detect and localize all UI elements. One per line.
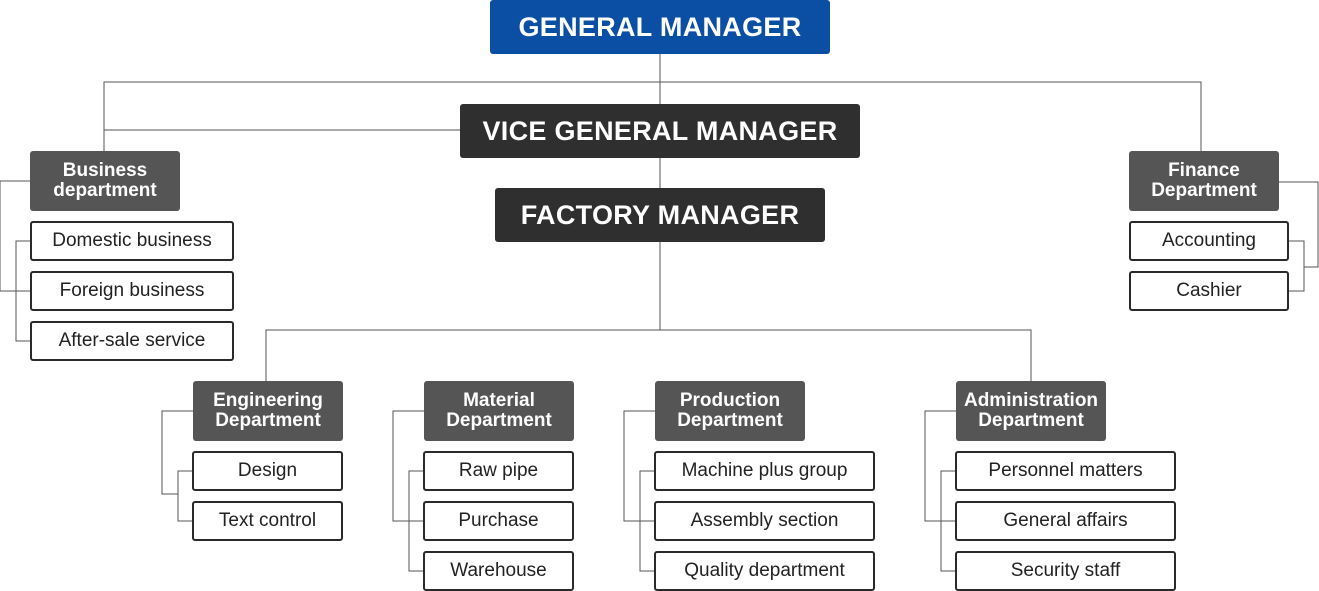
general-manager-box: GENERAL MANAGER [490, 0, 830, 54]
engineering-item-text-control: Text control [192, 501, 343, 541]
finance-title-line1: Finance [1168, 160, 1240, 181]
connector-engineering-inner [177, 470, 193, 522]
administration-item-label: Personnel matters [988, 460, 1143, 481]
business-department-box: Business department [30, 151, 180, 211]
material-title-line2: Department [446, 410, 552, 431]
business-item-label: Domestic business [52, 230, 212, 251]
administration-title-line1: Administration [963, 390, 1099, 411]
production-item-machine-plus: Machine plus group [654, 451, 875, 491]
engineering-title-line2: Department [215, 410, 321, 431]
connector-top-bar [103, 81, 1202, 152]
business-title-line1: Business [62, 160, 148, 181]
business-item-foreign: Foreign business [30, 271, 234, 311]
production-item-assembly: Assembly section [654, 501, 875, 541]
material-item-label: Raw pipe [458, 460, 539, 481]
connector-finance-inner [1289, 240, 1305, 292]
production-item-label: Assembly section [690, 510, 839, 531]
engineering-item-label: Text control [218, 510, 317, 531]
finance-item-accounting: Accounting [1129, 221, 1289, 261]
finance-department-box: Finance Department [1129, 151, 1279, 211]
production-title-line2: Department [677, 410, 783, 431]
material-department-box: Material Department [424, 381, 574, 441]
administration-item-general-affairs: General affairs [955, 501, 1176, 541]
engineering-item-design: Design [192, 451, 343, 491]
administration-item-security: Security staff [955, 551, 1176, 591]
general-manager-label: GENERAL MANAGER [518, 11, 802, 42]
finance-title-line2: Department [1151, 180, 1257, 201]
factory-manager-box: FACTORY MANAGER [495, 188, 825, 242]
material-item-warehouse: Warehouse [423, 551, 574, 591]
production-item-quality: Quality department [654, 551, 875, 591]
engineering-department-box: Engineering Department [193, 381, 343, 441]
vice-general-manager-box: VICE GENERAL MANAGER [460, 104, 860, 158]
vice-general-manager-label: VICE GENERAL MANAGER [482, 115, 838, 146]
material-item-label: Purchase [458, 510, 539, 531]
production-title-line1: Production [679, 390, 781, 411]
production-item-label: Machine plus group [681, 460, 848, 481]
material-title-line1: Material [463, 390, 535, 411]
engineering-title-line1: Engineering [213, 390, 323, 411]
business-item-label: Foreign business [59, 280, 205, 301]
material-item-label: Warehouse [450, 560, 547, 581]
administration-item-personnel: Personnel matters [955, 451, 1176, 491]
finance-item-cashier: Cashier [1129, 271, 1289, 311]
connector-engineering-outer [161, 410, 193, 495]
business-title-line2: department [53, 180, 157, 201]
connector-business-inner [15, 240, 31, 342]
connector-production-inner [639, 470, 655, 572]
finance-item-label: Cashier [1176, 280, 1242, 301]
business-item-label: After-sale service [58, 330, 206, 351]
engineering-item-label: Design [237, 460, 298, 481]
administration-item-label: Security staff [1010, 560, 1121, 581]
administration-title-line2: Department [978, 410, 1084, 431]
connector-administration-inner [940, 470, 956, 572]
connector-bottom-bar [265, 329, 1032, 381]
factory-manager-label: FACTORY MANAGER [520, 199, 800, 230]
connector-material-inner [408, 470, 424, 572]
production-department-box: Production Department [655, 381, 805, 441]
administration-item-label: General affairs [1003, 510, 1128, 531]
connector-finance-outer [1279, 181, 1319, 268]
business-item-domestic: Domestic business [30, 221, 234, 261]
business-item-after-sale: After-sale service [30, 321, 234, 361]
material-item-purchase: Purchase [423, 501, 574, 541]
finance-item-label: Accounting [1161, 230, 1256, 251]
production-item-label: Quality department [684, 560, 845, 581]
administration-department-box: Administration Department [956, 381, 1106, 441]
material-item-raw-pipe: Raw pipe [423, 451, 574, 491]
